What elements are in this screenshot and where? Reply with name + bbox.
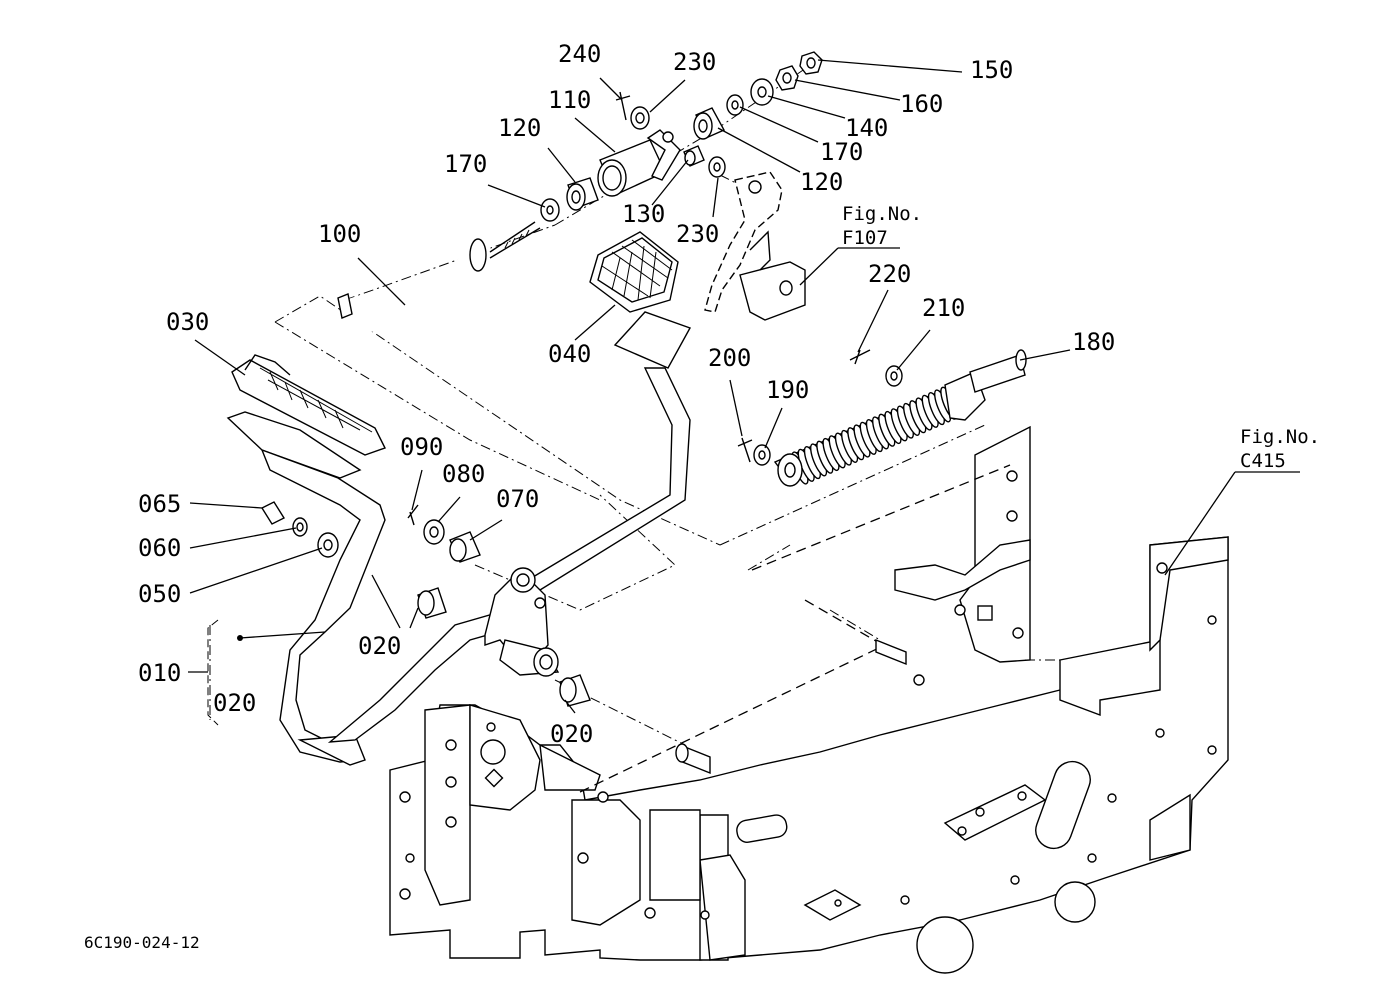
- callout-060: 060: [138, 534, 181, 562]
- callout-210: 210: [922, 294, 965, 322]
- callout-010: 010: [138, 659, 181, 687]
- callout-120-left: 120: [498, 114, 541, 142]
- callout-070: 070: [496, 485, 539, 513]
- fig-ref-c415-label: Fig.No.: [1240, 426, 1320, 448]
- callout-040: 040: [548, 340, 591, 368]
- callout-020-b: 020: [213, 689, 256, 717]
- fig-ref-f107-label: Fig.No.: [842, 203, 922, 225]
- callout-140: 140: [845, 114, 888, 142]
- callout-030: 030: [166, 308, 209, 336]
- callout-230-top: 230: [673, 48, 716, 76]
- callout-240: 240: [558, 40, 601, 68]
- pedal-040: [526, 231, 692, 591]
- callout-090: 090: [400, 433, 443, 461]
- callout-130: 130: [622, 200, 665, 228]
- callout-150: 150: [970, 56, 1013, 84]
- drawing-code: 6C190-024-12: [84, 933, 200, 952]
- callout-020-c: 020: [550, 720, 593, 748]
- callout-110: 110: [548, 86, 591, 114]
- callout-065: 065: [138, 490, 181, 518]
- callout-220: 220: [868, 260, 911, 288]
- fig-ref-c415-number: C415: [1240, 450, 1286, 472]
- callout-170-left: 170: [444, 150, 487, 178]
- pedal-030: [226, 354, 591, 766]
- callout-labels: 240 230 110 120 170 100 130 230 120 170 …: [84, 40, 1320, 952]
- callout-200: 200: [708, 344, 751, 372]
- callout-190: 190: [766, 376, 809, 404]
- linkage-parts: [337, 51, 823, 333]
- callout-100: 100: [318, 220, 361, 248]
- callout-050: 050: [138, 580, 181, 608]
- callout-120-right: 120: [800, 168, 843, 196]
- spring-180: [737, 349, 1027, 487]
- leader-lines: [188, 59, 1300, 726]
- fig-ref-f107-number: F107: [842, 227, 888, 249]
- callout-230-mid: 230: [676, 220, 719, 248]
- callout-020-a: 020: [358, 632, 401, 660]
- callout-160: 160: [900, 90, 943, 118]
- callout-080: 080: [442, 460, 485, 488]
- callout-180: 180: [1072, 328, 1115, 356]
- callout-170-right: 170: [820, 138, 863, 166]
- chassis-frame: [389, 425, 1229, 974]
